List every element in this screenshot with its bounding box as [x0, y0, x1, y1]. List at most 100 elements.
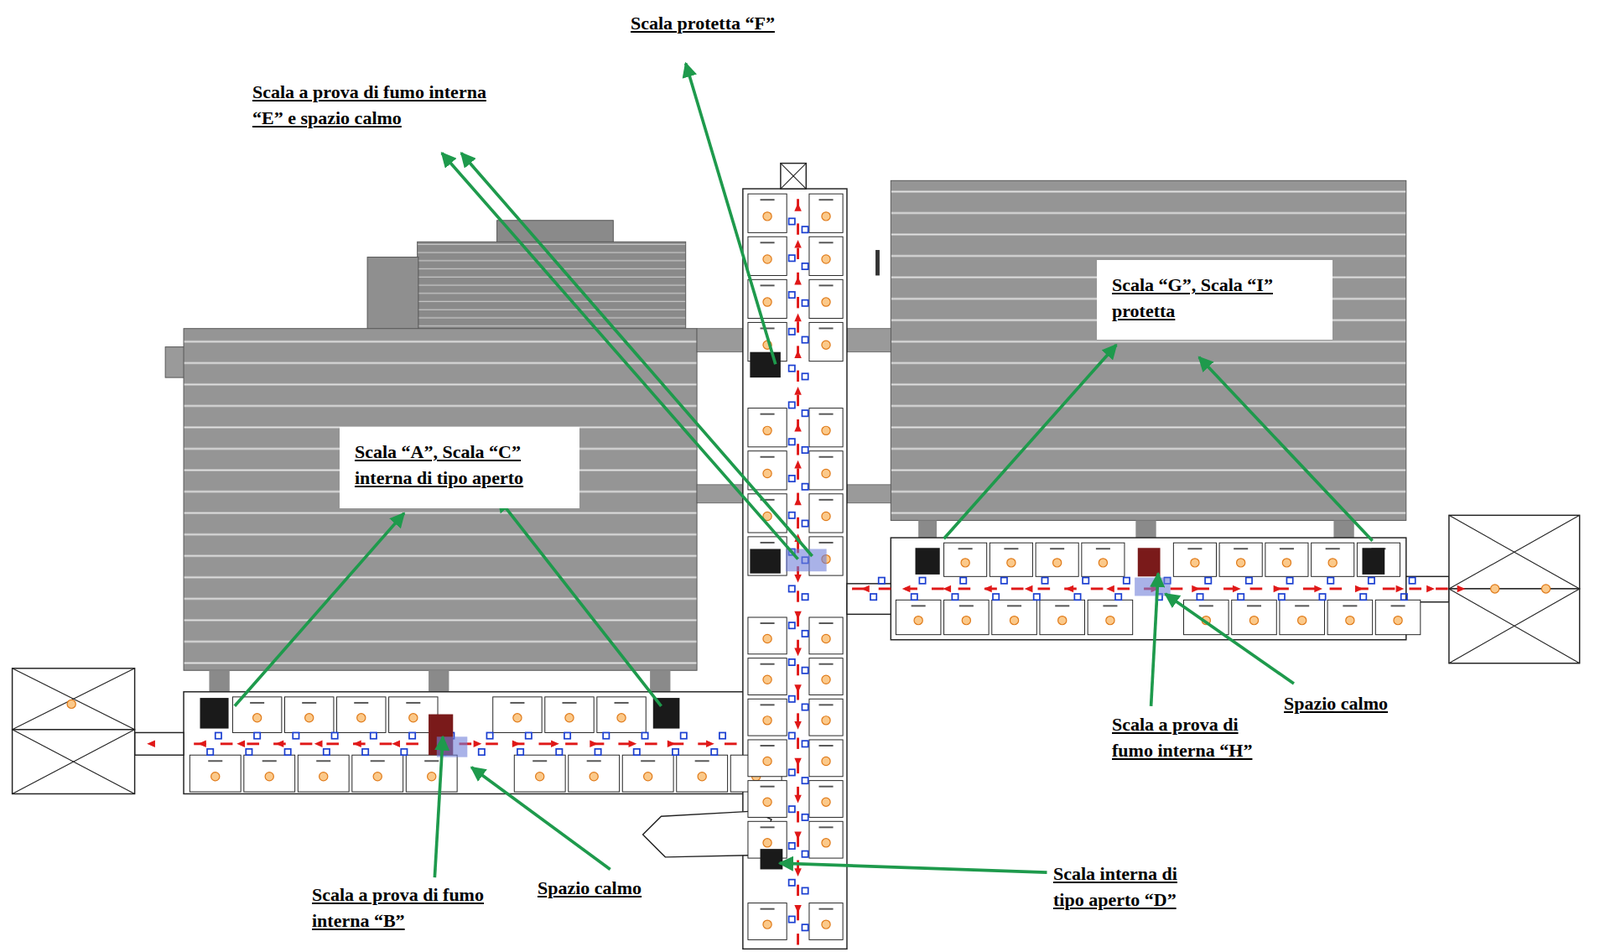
room — [809, 698, 843, 736]
escape-arrow — [794, 460, 802, 469]
door-symbol — [789, 365, 795, 372]
occupancy-mark — [1541, 584, 1550, 593]
door-symbol — [1408, 577, 1415, 584]
escape-arrow — [794, 794, 802, 804]
room — [748, 903, 787, 941]
room-tag — [760, 663, 775, 665]
room-tag — [760, 744, 775, 747]
door-symbol — [409, 732, 416, 738]
escape-route — [300, 742, 313, 745]
room-tag — [614, 701, 629, 704]
door-symbol — [951, 593, 958, 600]
room — [809, 739, 843, 777]
occupancy-mark — [305, 713, 314, 723]
door-symbol — [486, 732, 493, 738]
room-tag — [958, 547, 973, 550]
door-symbol — [789, 805, 795, 812]
escape-arrow — [794, 904, 802, 914]
occupancy-mark — [617, 713, 626, 723]
room — [748, 493, 787, 533]
room — [809, 279, 843, 318]
escape-route — [644, 742, 658, 745]
room-tag — [819, 413, 834, 416]
occupancy-mark — [1098, 558, 1107, 567]
door-symbol — [801, 740, 808, 747]
occupancy-mark — [644, 772, 653, 781]
escape-arrow — [794, 867, 802, 877]
room — [748, 236, 787, 276]
escape-route — [796, 517, 800, 529]
occupancy-mark — [357, 713, 366, 723]
label-panel: Scala “A”, Scala “C” interna di tipo ape… — [339, 426, 580, 509]
room-tag — [819, 908, 834, 910]
escape-route — [1250, 587, 1263, 590]
occupancy-mark — [763, 425, 772, 435]
room — [809, 193, 843, 233]
room-tag — [760, 825, 775, 828]
door-symbol — [331, 732, 338, 738]
room — [809, 820, 843, 858]
escape-route — [796, 810, 800, 822]
escape-arrow — [275, 740, 285, 749]
escape-route — [796, 443, 800, 455]
room-tag — [1325, 547, 1341, 550]
room-tag — [370, 759, 385, 762]
escape-route — [405, 742, 419, 745]
occupancy-mark — [1393, 616, 1403, 625]
occupancy-mark — [264, 772, 274, 781]
door-symbol — [789, 585, 795, 592]
door-symbol — [801, 593, 808, 600]
door-symbol — [245, 748, 252, 755]
room-tag — [819, 785, 834, 788]
door-symbol — [789, 328, 795, 335]
escape-arrow — [794, 611, 802, 620]
escape-arrow — [473, 740, 483, 749]
door-symbol — [801, 446, 808, 453]
room-tag — [819, 198, 834, 201]
room — [809, 617, 843, 655]
room — [989, 542, 1033, 577]
callout-label: Spazio calmo — [537, 874, 642, 901]
room — [284, 696, 333, 733]
escape-arrow — [1457, 585, 1466, 593]
occupancy-mark — [1053, 558, 1062, 567]
door-symbol — [362, 748, 369, 755]
occupancy-mark — [763, 716, 772, 725]
escape-arrow — [861, 585, 870, 593]
door-symbol — [992, 593, 999, 600]
door-symbol — [789, 218, 795, 224]
door-symbol — [801, 336, 808, 343]
escape-route — [1090, 587, 1104, 590]
room — [1173, 542, 1216, 577]
door-symbol — [517, 748, 524, 755]
door-symbol — [711, 748, 717, 755]
door-symbol — [555, 748, 562, 755]
occupancy-mark — [821, 756, 831, 765]
room — [809, 322, 843, 361]
escape-route — [796, 664, 800, 676]
stair — [200, 352, 1386, 870]
room — [1279, 599, 1325, 634]
room-tag — [760, 413, 775, 416]
door-symbol — [672, 748, 679, 755]
room — [297, 754, 349, 792]
room-tag — [819, 498, 834, 501]
door-symbol — [1401, 593, 1408, 600]
door-symbol — [1368, 577, 1375, 584]
callout-label: Scala a prova di fumo interna “B” — [311, 881, 489, 934]
occupancy-mark — [1106, 616, 1115, 625]
door-symbol — [801, 851, 808, 858]
room — [189, 754, 241, 792]
door-symbol — [878, 577, 885, 584]
door-symbol — [1123, 577, 1130, 584]
room-tag — [760, 241, 775, 244]
occupancy-mark — [763, 797, 772, 806]
room — [809, 493, 843, 533]
escape-arrow — [706, 740, 715, 749]
room-tag — [640, 759, 655, 762]
room-tag — [819, 825, 834, 828]
room — [809, 903, 843, 941]
room-tag — [959, 604, 974, 607]
door-symbol — [323, 748, 330, 755]
room-tag — [819, 456, 834, 458]
